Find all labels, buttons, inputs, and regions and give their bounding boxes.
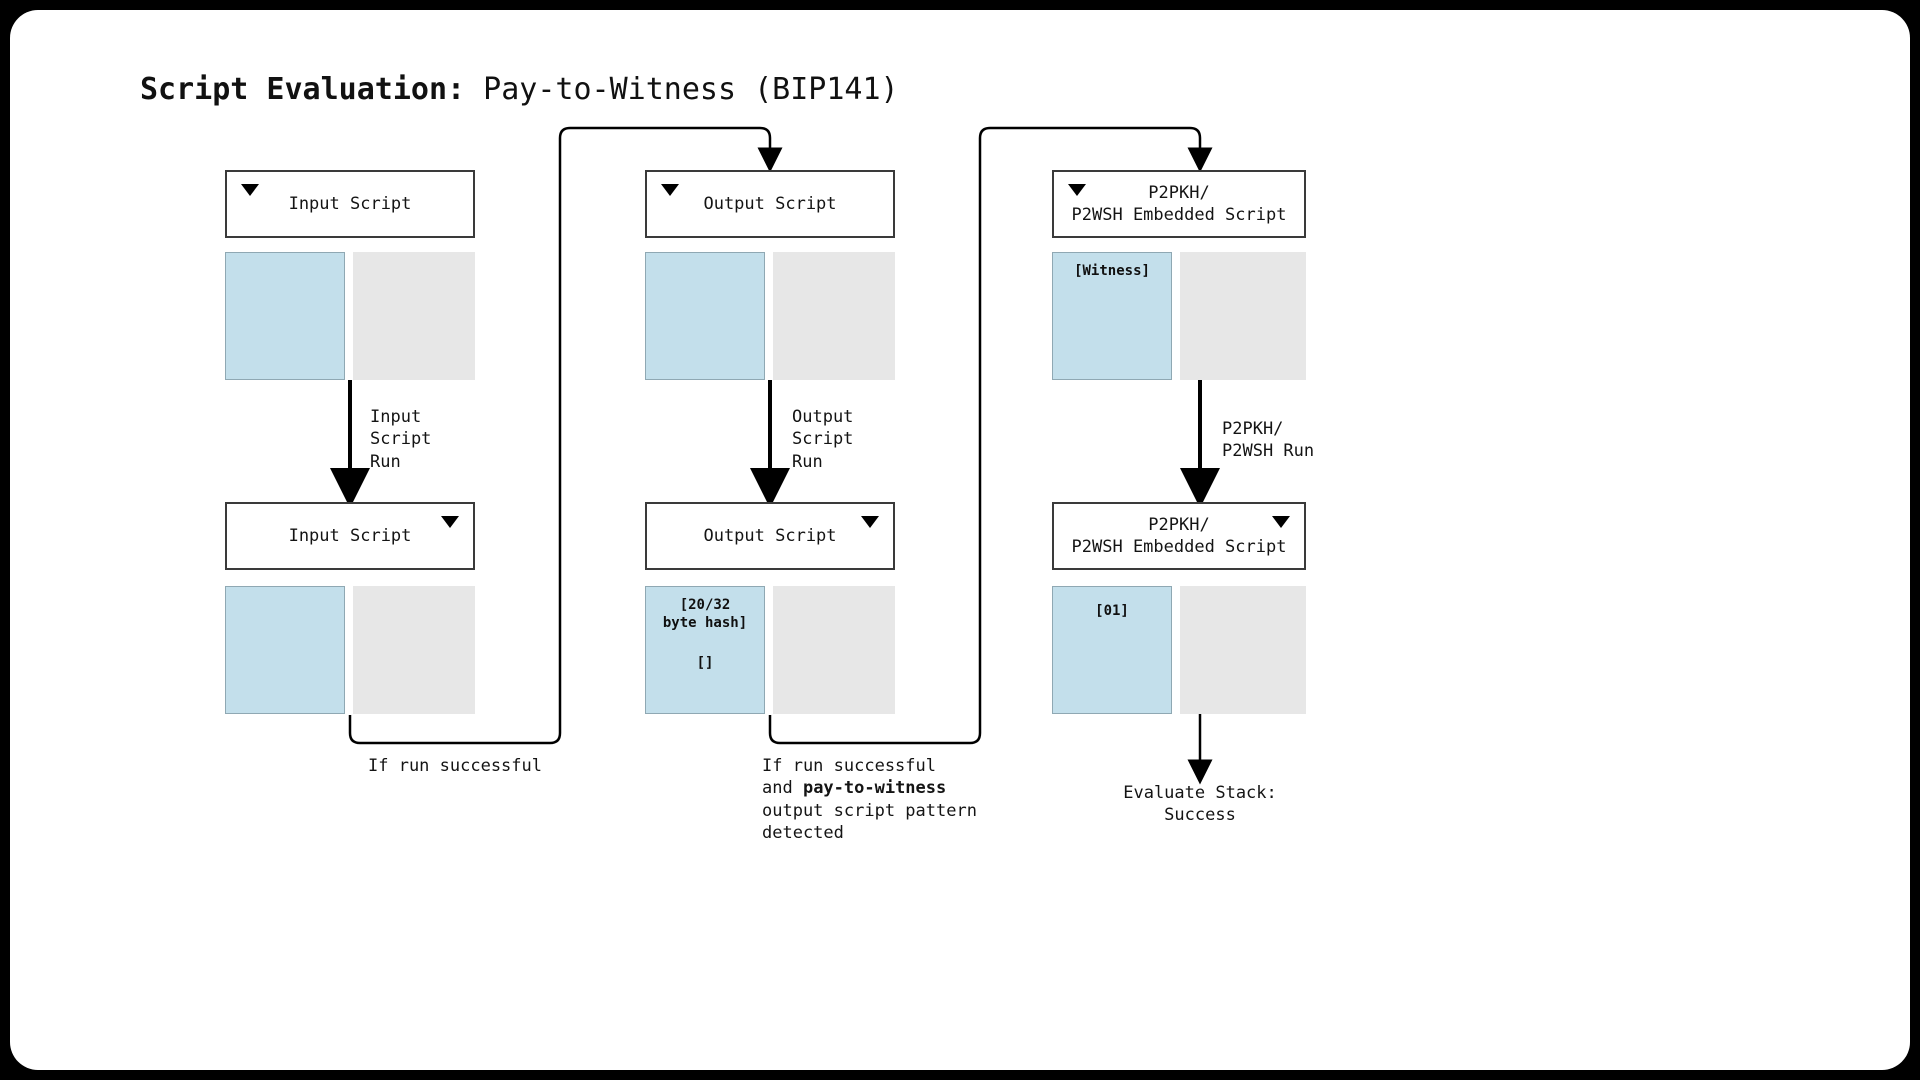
box-embedded-script-bottom-label: P2PKH/ P2WSH Embedded Script bbox=[1071, 514, 1287, 557]
box-embedded-script-top[interactable]: P2PKH/ P2WSH Embedded Script bbox=[1052, 170, 1306, 238]
label-input-script-run: Input Script Run bbox=[370, 407, 432, 472]
stack-embedded-script-top-blue: [Witness] bbox=[1052, 252, 1172, 380]
stack-output-script-bottom-blue: [20/32 byte hash] [] bbox=[645, 586, 765, 714]
footer-output-line1: If run successful bbox=[762, 756, 936, 776]
stack-output-script-top-gray bbox=[773, 252, 895, 380]
chevron-down-icon bbox=[241, 184, 259, 196]
label-embedded-script-run: P2PKH/ P2WSH Run bbox=[1222, 419, 1315, 462]
footer-input-script: If run successful bbox=[368, 756, 542, 776]
box-input-script-bottom-label: Input Script bbox=[288, 525, 412, 546]
page-title: Script Evaluation: Pay-to-Witness (BIP14… bbox=[140, 72, 899, 107]
chevron-down-icon bbox=[661, 184, 679, 196]
footer-output-line2-bold: pay-to-witness bbox=[802, 778, 947, 799]
stack-output-script-bottom-hash: [20/32 byte hash] bbox=[662, 597, 748, 631]
box-embedded-script-top-label: P2PKH/ P2WSH Embedded Script bbox=[1071, 182, 1287, 225]
footer-output-line3: output script pattern bbox=[762, 800, 977, 821]
stack-embedded-script-bottom-blue: [01] bbox=[1052, 586, 1172, 714]
stack-embedded-script-top-blue-text: [Witness] bbox=[1074, 263, 1150, 279]
page-title-rest: Pay-to-Witness (BIP141) bbox=[465, 72, 899, 107]
page-title-strong: Script Evaluation: bbox=[140, 72, 466, 107]
box-input-script-top[interactable]: Input Script bbox=[225, 170, 475, 238]
box-output-script-top[interactable]: Output Script bbox=[645, 170, 895, 238]
footer-embedded-script: Evaluate Stack: Success bbox=[1123, 783, 1277, 826]
stack-embedded-script-bottom-gray bbox=[1180, 586, 1306, 714]
stack-input-script-top-gray bbox=[353, 252, 475, 380]
stack-output-script-top-blue bbox=[645, 252, 765, 380]
stack-input-script-top-blue bbox=[225, 252, 345, 380]
diagram-canvas: Script Evaluation: Pay-to-Witness (BIP14… bbox=[10, 10, 1910, 1070]
box-input-script-bottom[interactable]: Input Script bbox=[225, 502, 475, 570]
stack-input-script-bottom-blue bbox=[225, 586, 345, 714]
stack-output-script-bottom-empty: [] bbox=[696, 655, 714, 671]
chevron-down-icon bbox=[1068, 184, 1086, 196]
box-output-script-bottom-label: Output Script bbox=[703, 525, 837, 546]
box-output-script-top-label: Output Script bbox=[703, 193, 837, 214]
box-embedded-script-bottom[interactable]: P2PKH/ P2WSH Embedded Script bbox=[1052, 502, 1306, 570]
footer-output-line4: detected bbox=[762, 823, 844, 844]
box-input-script-top-label: Input Script bbox=[288, 193, 412, 214]
chevron-down-icon bbox=[1272, 516, 1290, 528]
box-output-script-bottom[interactable]: Output Script bbox=[645, 502, 895, 570]
stack-embedded-script-top-gray bbox=[1180, 252, 1306, 380]
stack-embedded-script-bottom-blue-text: [01] bbox=[1095, 603, 1129, 619]
chevron-down-icon bbox=[441, 516, 459, 528]
label-output-script-run: Output Script Run bbox=[792, 407, 854, 472]
footer-output-line2-prefix: and bbox=[762, 778, 803, 799]
stack-input-script-bottom-gray bbox=[353, 586, 475, 714]
chevron-down-icon bbox=[861, 516, 879, 528]
stack-output-script-bottom-gray bbox=[773, 586, 895, 714]
